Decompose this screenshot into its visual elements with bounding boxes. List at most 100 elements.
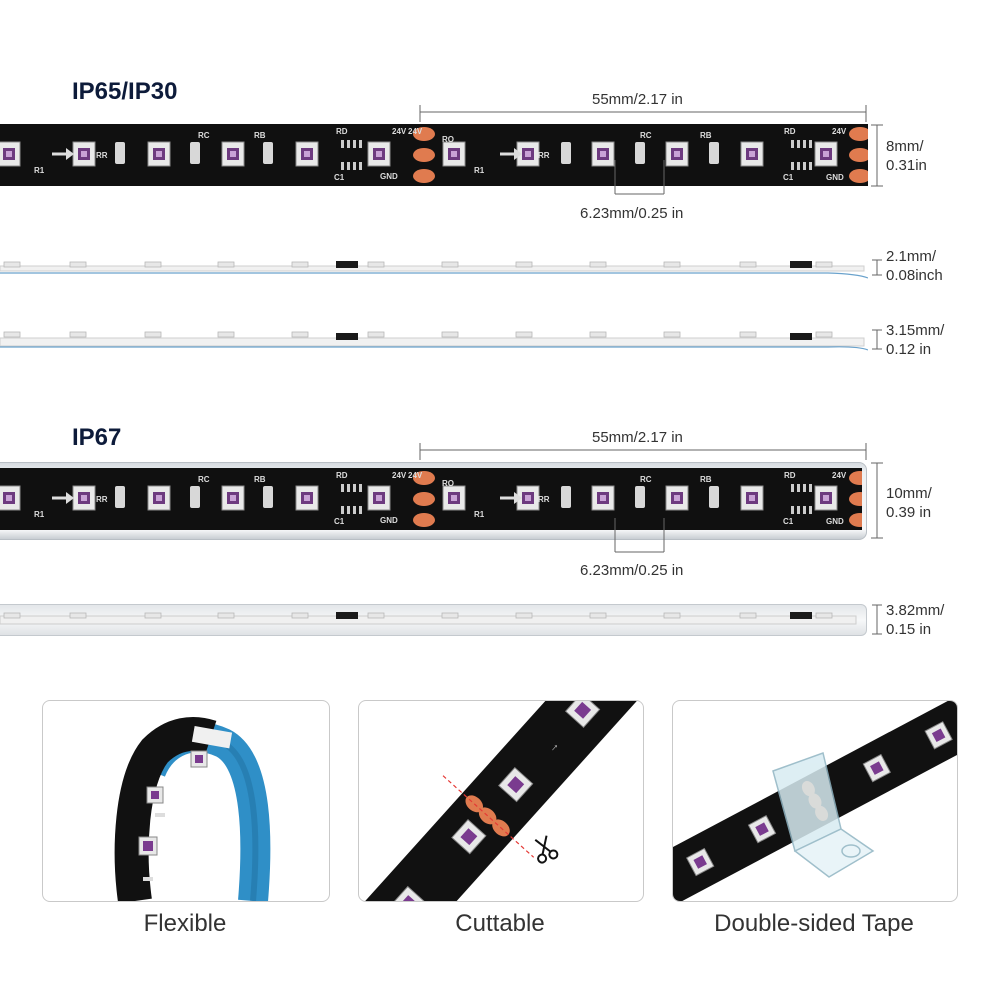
solder-pad xyxy=(413,169,435,183)
cuttable-strip-illustration: → xyxy=(359,701,643,901)
svg-text:RB: RB xyxy=(700,475,712,484)
ip65-profile-thin-line1: 2.1mm/ xyxy=(886,248,937,265)
svg-text:24V: 24V xyxy=(392,471,407,480)
svg-text:RC: RC xyxy=(198,131,210,140)
svg-text:24V: 24V xyxy=(408,471,423,480)
svg-text:C1: C1 xyxy=(783,517,794,526)
resistor xyxy=(635,486,645,508)
svg-text:RR: RR xyxy=(96,495,108,504)
led-profile xyxy=(663,331,681,338)
led-profile xyxy=(515,261,533,268)
svg-text:R1: R1 xyxy=(34,166,45,175)
svg-text:RR: RR xyxy=(538,495,550,504)
led-profile xyxy=(291,612,309,619)
strip-edge xyxy=(0,615,857,625)
led-profile xyxy=(144,612,162,619)
svg-text:GND: GND xyxy=(826,517,844,526)
resistor xyxy=(561,486,571,508)
led-profile xyxy=(441,331,459,338)
led-profile xyxy=(291,261,309,268)
resistor xyxy=(190,486,200,508)
ic-profile xyxy=(790,612,812,619)
solder-pad xyxy=(849,127,871,141)
ic-profile xyxy=(336,261,358,268)
ip67-width-line1: 10mm/ xyxy=(886,485,932,502)
ip65-profile-thin-dimension xyxy=(872,259,882,276)
led-profile xyxy=(291,331,309,338)
ip65-width-label: 8mm/ 0.31in xyxy=(886,137,927,175)
svg-text:24V: 24V xyxy=(392,127,407,136)
ip67-profile-line2: 0.15 in xyxy=(886,621,932,638)
ip67-width-dimension xyxy=(871,462,883,539)
ip67-profile-line1: 3.82mm/ xyxy=(886,602,945,619)
feature-label-double-sided-tape: Double-sided Tape xyxy=(714,910,914,937)
resistor xyxy=(115,486,125,508)
tape-backing xyxy=(0,272,869,279)
svg-text:RD: RD xyxy=(784,127,796,136)
svg-text:RD: RD xyxy=(336,127,348,136)
led-profile xyxy=(589,331,607,338)
led-profile xyxy=(515,612,533,619)
svg-text:24V: 24V xyxy=(832,471,847,480)
ip65-pitch-label: 6.23mm/0.25 in xyxy=(580,205,684,222)
strip-edge xyxy=(0,337,865,347)
tape-backing xyxy=(0,346,869,351)
ip65-width-line2: 0.31in xyxy=(886,157,927,174)
ip67-profile-label: 3.82mm/ 0.15 in xyxy=(886,601,944,639)
led-profile xyxy=(441,612,459,619)
ic-profile xyxy=(790,333,812,340)
led-profile xyxy=(144,331,162,338)
led-profile xyxy=(739,612,757,619)
solder-pad xyxy=(413,127,435,141)
led-profile xyxy=(367,261,385,268)
svg-text:RD: RD xyxy=(784,471,796,480)
led-profile xyxy=(217,612,235,619)
led-profile xyxy=(144,261,162,268)
led-profile xyxy=(739,261,757,268)
led-profile xyxy=(69,331,87,338)
svg-text:GND: GND xyxy=(380,516,398,525)
ip67-pitch-label: 6.23mm/0.25 in xyxy=(580,562,684,579)
ip65-profile-thick xyxy=(0,328,869,354)
led-profile xyxy=(3,261,21,268)
ip65-profile-thick-dimension xyxy=(872,329,882,350)
ip65-width-dimension xyxy=(871,124,883,187)
resistor xyxy=(190,142,200,164)
feature-label-cuttable: Cuttable xyxy=(455,910,545,937)
svg-text:24V: 24V xyxy=(408,127,423,136)
ic-profile xyxy=(336,333,358,340)
svg-text:RC: RC xyxy=(640,475,652,484)
led-profile xyxy=(589,612,607,619)
svg-text:R1: R1 xyxy=(474,510,485,519)
ip65-profile-thin-line2: 0.08inch xyxy=(886,267,943,284)
svg-text:C1: C1 xyxy=(334,517,345,526)
led-profile xyxy=(515,331,533,338)
ip65-profile-thick-line1: 3.15mm/ xyxy=(886,322,945,339)
ip65-profile-thin xyxy=(0,258,869,280)
svg-text:RD: RD xyxy=(336,471,348,480)
ip65-profile-thick-svg xyxy=(0,331,869,351)
led-profile xyxy=(815,261,833,268)
led-profile xyxy=(367,331,385,338)
ip65-profile-thick-label: 3.15mm/ 0.12 in xyxy=(886,321,944,359)
feature-card-flexible xyxy=(42,700,330,902)
svg-text:RR: RR xyxy=(538,151,550,160)
svg-text:RO: RO xyxy=(442,479,454,488)
ip65-profile-thick-line2: 0.12 in xyxy=(886,341,932,358)
resistor xyxy=(709,142,719,164)
ip65-profile-thin-svg xyxy=(0,261,869,279)
svg-text:R1: R1 xyxy=(474,166,485,175)
resistor xyxy=(561,142,571,164)
svg-text:RC: RC xyxy=(640,131,652,140)
ip65-title: IP65/IP30 xyxy=(72,78,178,105)
ip67-profile-svg xyxy=(0,612,857,625)
tape-strip-illustration xyxy=(673,701,957,901)
svg-text:RB: RB xyxy=(700,131,712,140)
ip65-length-label: 55mm/2.17 in xyxy=(592,91,683,108)
svg-text:GND: GND xyxy=(826,173,844,182)
ip65-profile-thin-label: 2.1mm/ 0.08inch xyxy=(886,247,943,285)
ic-profile xyxy=(790,261,812,268)
